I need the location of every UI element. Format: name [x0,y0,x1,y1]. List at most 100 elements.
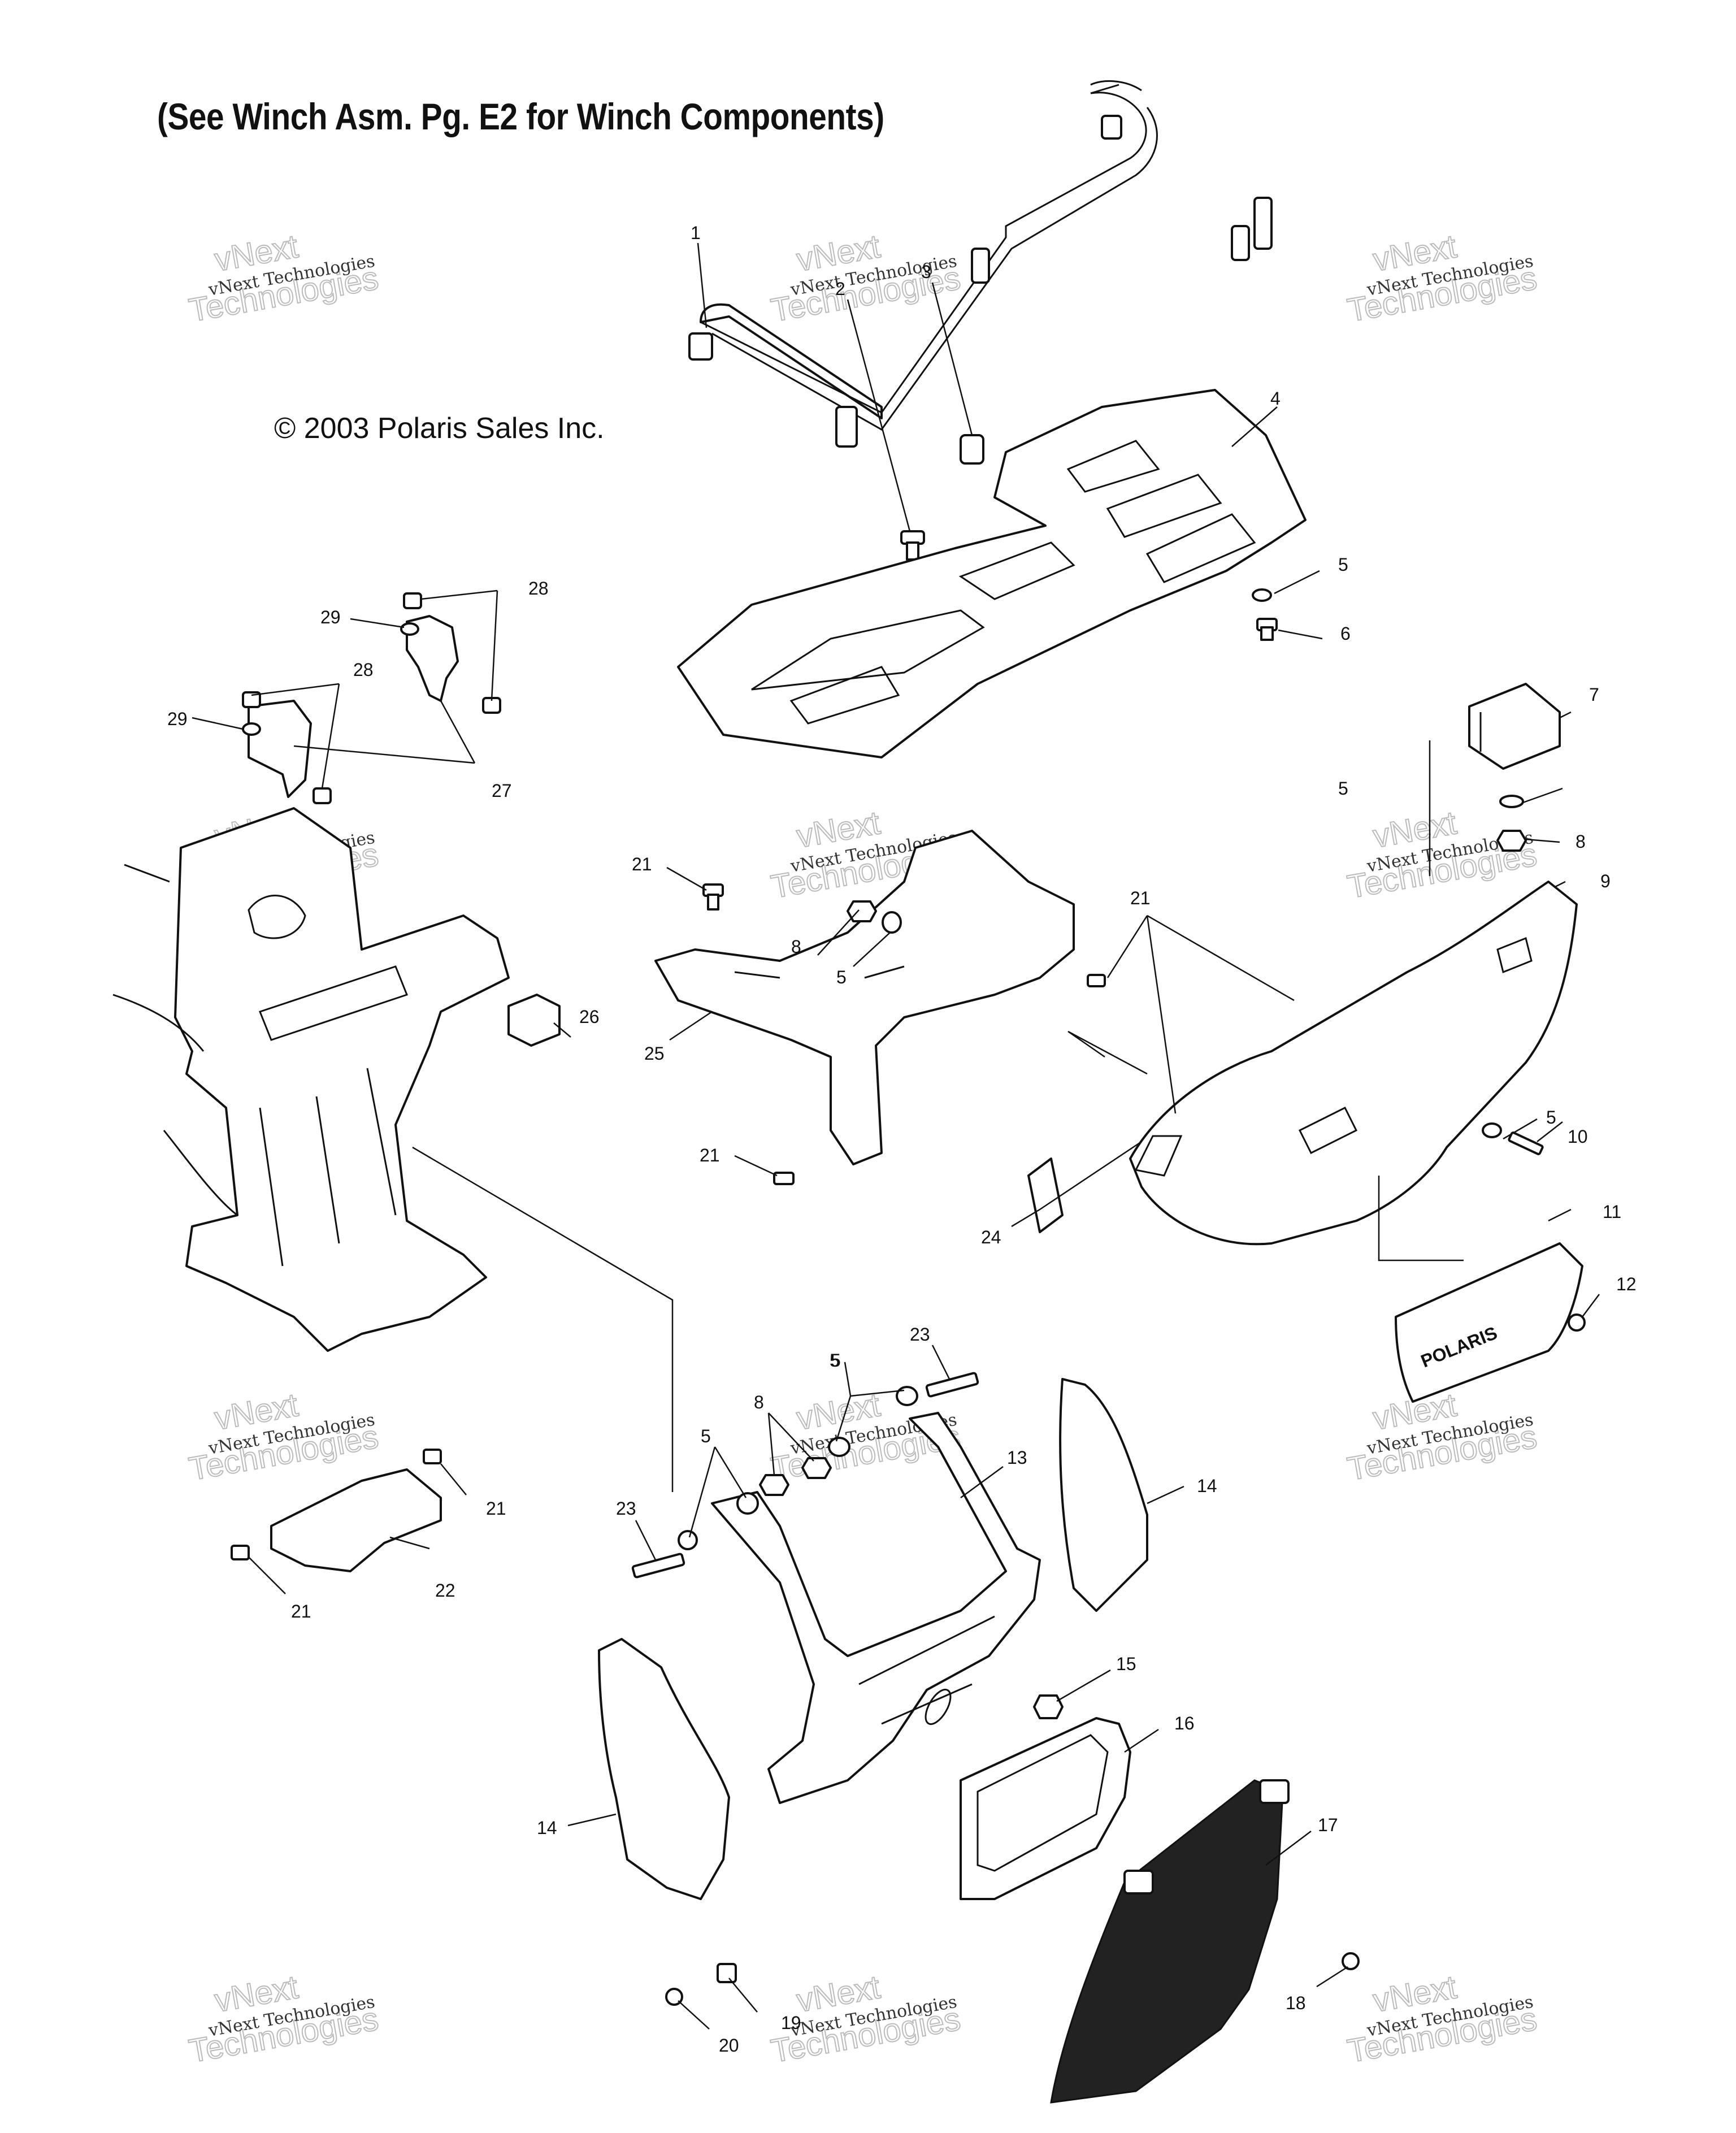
callout-1: 1 [691,223,701,243]
washer-5-d [678,1530,698,1550]
callout-11: 11 [1603,1202,1621,1222]
callout-21: 21 [486,1498,506,1519]
callout-24: 24 [981,1227,1001,1247]
bracket-27a [406,615,459,702]
callout-10: 10 [1568,1126,1588,1147]
screw-18 [1342,1952,1360,1970]
callout-13: 13 [1007,1447,1027,1468]
callout-5: 5 [1338,778,1348,799]
washer-5 [1252,588,1272,602]
callout-21: 21 [632,854,652,874]
clip-19 [717,1963,737,1983]
washer-5-light [1499,795,1524,808]
callout-8: 8 [791,937,801,957]
bushing-3 [960,434,984,465]
callout-12: 12 [1616,1274,1637,1294]
nut-8-b [759,1474,789,1496]
bolt-21c [773,1172,795,1185]
bolt-23b [631,1553,685,1579]
callout-29: 29 [320,607,341,627]
callout-5: 5 [1546,1107,1556,1128]
callout-21: 21 [1130,888,1151,908]
callout-8: 8 [754,1392,764,1412]
callout-26: 26 [579,1007,600,1027]
leader-lines [192,242,1600,2030]
watermark: vNext Technologies vNext Technologies [186,1386,382,1488]
rack-plate [677,389,1307,758]
frame [112,807,510,1352]
mesh-17 [1050,1779,1290,2104]
decal-24 [1027,1157,1064,1233]
side-panel-14-left [598,1638,730,1900]
washer-5-bumper [1482,1122,1502,1138]
callout-20: 20 [719,2035,739,2056]
watermark: vNext Technologies vNext Technologies [768,227,964,330]
nut-8-a [801,1457,832,1479]
washer-5-bracket [882,911,902,934]
bolt-21e [231,1545,250,1560]
callout-21: 21 [291,1601,311,1622]
callout-labels: 1 2 3 4 5 5 6 7 5 8 9 21 8 5 21 28 29 28… [167,223,1637,2056]
washer-29a [400,622,419,636]
callout-5: 5 [701,1426,711,1446]
callout-27: 27 [492,781,512,801]
washer-29b [242,722,261,736]
callout-17: 17 [1318,1815,1338,1835]
grille-11: POLARIS [1395,1242,1583,1403]
callout-19: 19 [781,2013,801,2033]
watermark: vNext Technologies vNext Technologies [186,1968,382,2070]
callout-3: 3 [921,262,931,282]
nut-8-bracket [847,900,877,922]
watermark: vNext Technologies vNext Technologies [1344,1968,1540,2070]
callout-22: 22 [435,1580,455,1601]
callout-23: 23 [910,1324,930,1345]
bolt-21b [1087,974,1106,987]
washer-5-b [828,1437,850,1457]
callout-9: 9 [1600,871,1611,891]
watermark: vNext Technologies vNext Technologies [186,227,382,330]
screw-12 [1568,1313,1586,1332]
skid-plate-22 [270,1468,442,1572]
callout-6: 6 [1340,623,1351,644]
callout-5: 5 [836,967,847,987]
watermark: vNext Technologies vNext Technologies [768,1968,964,2070]
callout-5: 5 [1338,554,1348,575]
callout-14: 14 [1197,1476,1217,1496]
callout-5: 5 [830,1350,840,1371]
bolt-21a [702,883,724,911]
callout-2: 2 [835,279,845,299]
bolt-21d [423,1449,442,1464]
bolt-28a [403,592,422,609]
callout-16: 16 [1174,1713,1195,1733]
side-panel-14-right [1059,1378,1148,1612]
callout-18: 18 [1286,1993,1306,2013]
callout-15: 15 [1116,1654,1136,1674]
bolt-10 [1508,1131,1544,1155]
rack-bar [688,80,1273,448]
callout-8: 8 [1576,831,1586,852]
grille-frame-16 [960,1717,1131,1900]
callout-29: 29 [167,709,188,729]
nut-15 [1033,1694,1064,1719]
bumper-13 [711,1412,1041,1804]
bracket-27b [248,700,312,798]
bolt-28c [242,691,261,708]
callout-21: 21 [700,1145,720,1165]
nut-8-light [1496,830,1527,852]
page-title: (See Winch Asm. Pg. E2 for Winch Compone… [157,96,884,137]
light-7 [1468,683,1561,770]
copyright-notice: © 2003 Polaris Sales Inc. [274,412,605,445]
bolt-6 [1256,618,1278,641]
bolt-28d [313,787,332,804]
callout-23: 23 [616,1498,636,1519]
front-bumper-9 [1129,881,1578,1246]
callout-7: 7 [1589,684,1599,705]
block-26 [507,994,561,1047]
callout-25: 25 [644,1043,665,1064]
callout-14: 14 [537,1818,557,1838]
callout-28: 28 [528,578,549,599]
callout-28: 28 [353,660,374,680]
washer-5-c [736,1492,759,1515]
bolt-23a [925,1372,979,1398]
